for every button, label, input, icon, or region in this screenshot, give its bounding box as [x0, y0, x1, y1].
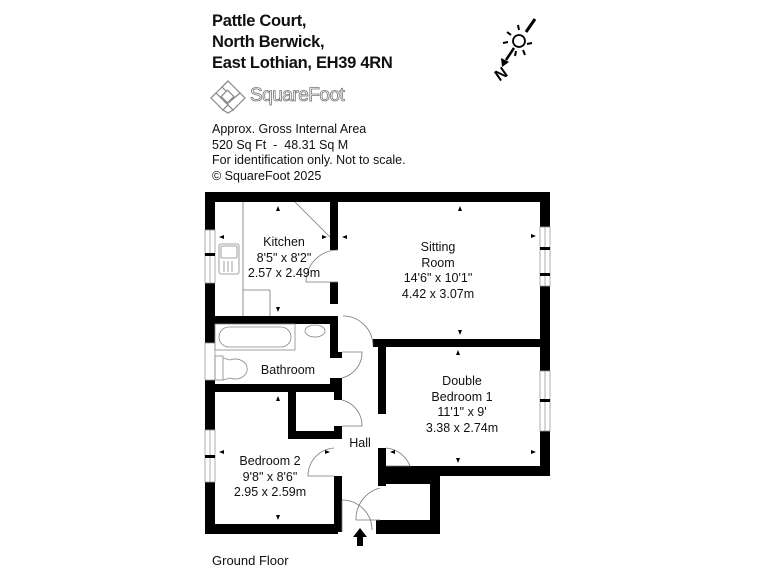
area-value: 520 Sq Ft - 48.31 Sq M: [212, 137, 349, 152]
measure-markers: [219, 206, 536, 520]
area-title: Approx. Gross Internal Area: [212, 122, 367, 136]
kitchen-sink-icon: [218, 243, 240, 275]
address-line-1: Pattle Court,: [212, 12, 307, 30]
bath-icon: [214, 323, 296, 351]
room-name: Kitchen: [263, 235, 305, 249]
room-name-line-2: Bedroom 1: [431, 389, 493, 404]
room-size-imperial: 11'1" x 9': [437, 405, 487, 419]
address-line-2: North Berwick,: [212, 33, 325, 51]
room-size-metric: 2.57 x 2.49m: [247, 266, 321, 280]
disclaimer: For identification only. Not to scale.: [212, 153, 406, 167]
room-bedroom-2: Bedroom 2 9'8" x 8'6" 2.95 x 2.59m: [234, 454, 306, 501]
basin-icon: [304, 324, 326, 338]
toilet-icon: [214, 355, 224, 381]
brand-logo: SquareFoot: [210, 80, 350, 114]
room-size-metric: 2.95 x 2.59m: [233, 485, 307, 499]
entrance-arrow-icon: [353, 528, 367, 546]
room-bathroom: Bathroom: [261, 363, 315, 379]
fixtures: [214, 243, 326, 381]
room-size-imperial: 9'8" x 8'6": [242, 469, 298, 484]
property-address: Pattle Court, North Berwick, East Lothia…: [212, 11, 393, 74]
room-name: Hall: [349, 436, 371, 450]
room-size-metric: 3.38 x 2.74m: [425, 420, 499, 435]
room-sitting: Sitting Room 14'6" x 10'1" 4.42 x 3.07m: [402, 240, 474, 302]
door-swings: [242, 201, 411, 532]
north-arrow-sun-icon: N: [492, 18, 537, 85]
address-line-3: East Lothian, EH39 4RN: [212, 54, 393, 72]
room-name: Bathroom: [260, 363, 316, 377]
room-name-line-1: Sitting: [420, 240, 456, 254]
room-size-imperial: 14'6" x 10'1": [403, 271, 473, 285]
room-size-metric: 4.42 x 3.07m: [401, 286, 475, 301]
room-kitchen: Kitchen 8'5" x 8'2" 2.57 x 2.49m: [248, 235, 320, 282]
room-name-line-1: Double: [442, 374, 482, 388]
floor-label: Ground Floor: [212, 553, 289, 568]
room-bedroom-1: Double Bedroom 1 11'1" x 9' 3.38 x 2.74m: [426, 374, 498, 436]
squarefoot-logo-icon: [210, 80, 246, 114]
copyright: © SquareFoot 2025: [212, 168, 322, 183]
room-hall: Hall: [349, 436, 371, 452]
room-name: Bedroom 2: [239, 454, 301, 468]
room-name-line-2: Room: [421, 255, 455, 270]
area-info: Approx. Gross Internal Area 520 Sq Ft - …: [212, 122, 406, 184]
walls: [205, 192, 550, 534]
room-size-imperial: 8'5" x 8'2": [256, 250, 312, 265]
brand-name: SquareFoot: [250, 85, 346, 107]
